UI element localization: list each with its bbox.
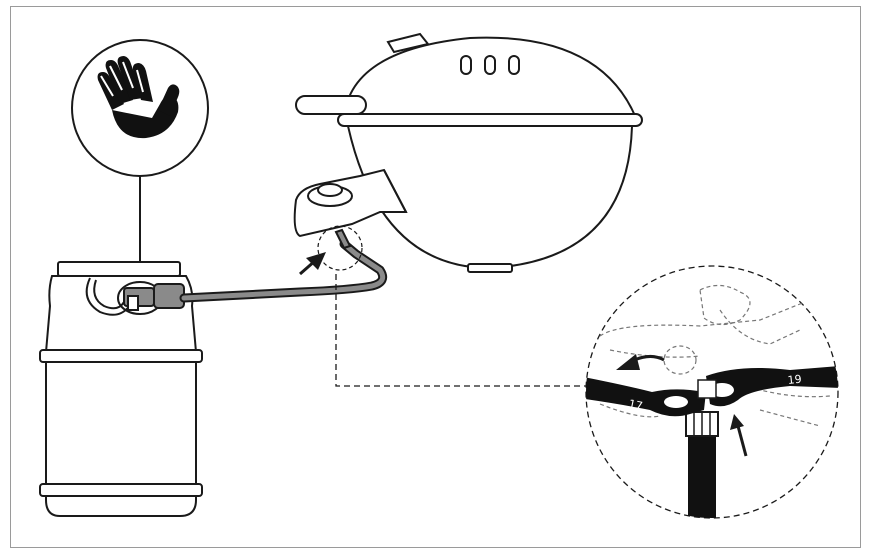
push-up-arrow	[730, 414, 748, 457]
hand-glove-icon	[97, 56, 180, 139]
burner-valve	[293, 168, 408, 250]
zoom-nut	[697, 379, 717, 399]
wrench-19	[706, 366, 838, 407]
cylinder-band-bottom	[39, 483, 203, 497]
cylinder-handle	[85, 277, 131, 316]
wrench-17-label: 17	[627, 397, 643, 413]
grill	[295, 32, 643, 273]
nozzle-pointer-arrow	[299, 252, 326, 276]
valve-knob	[317, 183, 343, 197]
detail-marker-circle	[317, 225, 363, 271]
valve-nozzle	[334, 228, 352, 250]
lid-handle	[295, 95, 367, 115]
rotate-arrow	[616, 354, 665, 370]
zoom-detail: 17 19	[585, 265, 839, 519]
vent-hole-3	[508, 55, 520, 75]
regulator-body	[153, 283, 185, 309]
cylinder-band-top	[39, 349, 203, 363]
vent-hole-2	[484, 55, 496, 75]
glove-icon-group	[71, 39, 209, 285]
diagram-frame	[10, 6, 861, 548]
vent-hole-1	[460, 55, 472, 75]
glove-icon-circle	[71, 39, 209, 177]
gas-hose	[181, 241, 386, 301]
ghost-valve-outline	[599, 284, 838, 427]
grill-lid	[342, 36, 638, 119]
grill-rim	[337, 113, 643, 127]
zoom-leader-line	[335, 274, 586, 387]
zoom-hose	[688, 430, 716, 518]
gas-cylinder	[39, 261, 203, 517]
cylinder-collar	[57, 261, 181, 277]
wrench-19-label: 19	[787, 373, 802, 387]
grill-bottom-foot	[467, 263, 513, 273]
